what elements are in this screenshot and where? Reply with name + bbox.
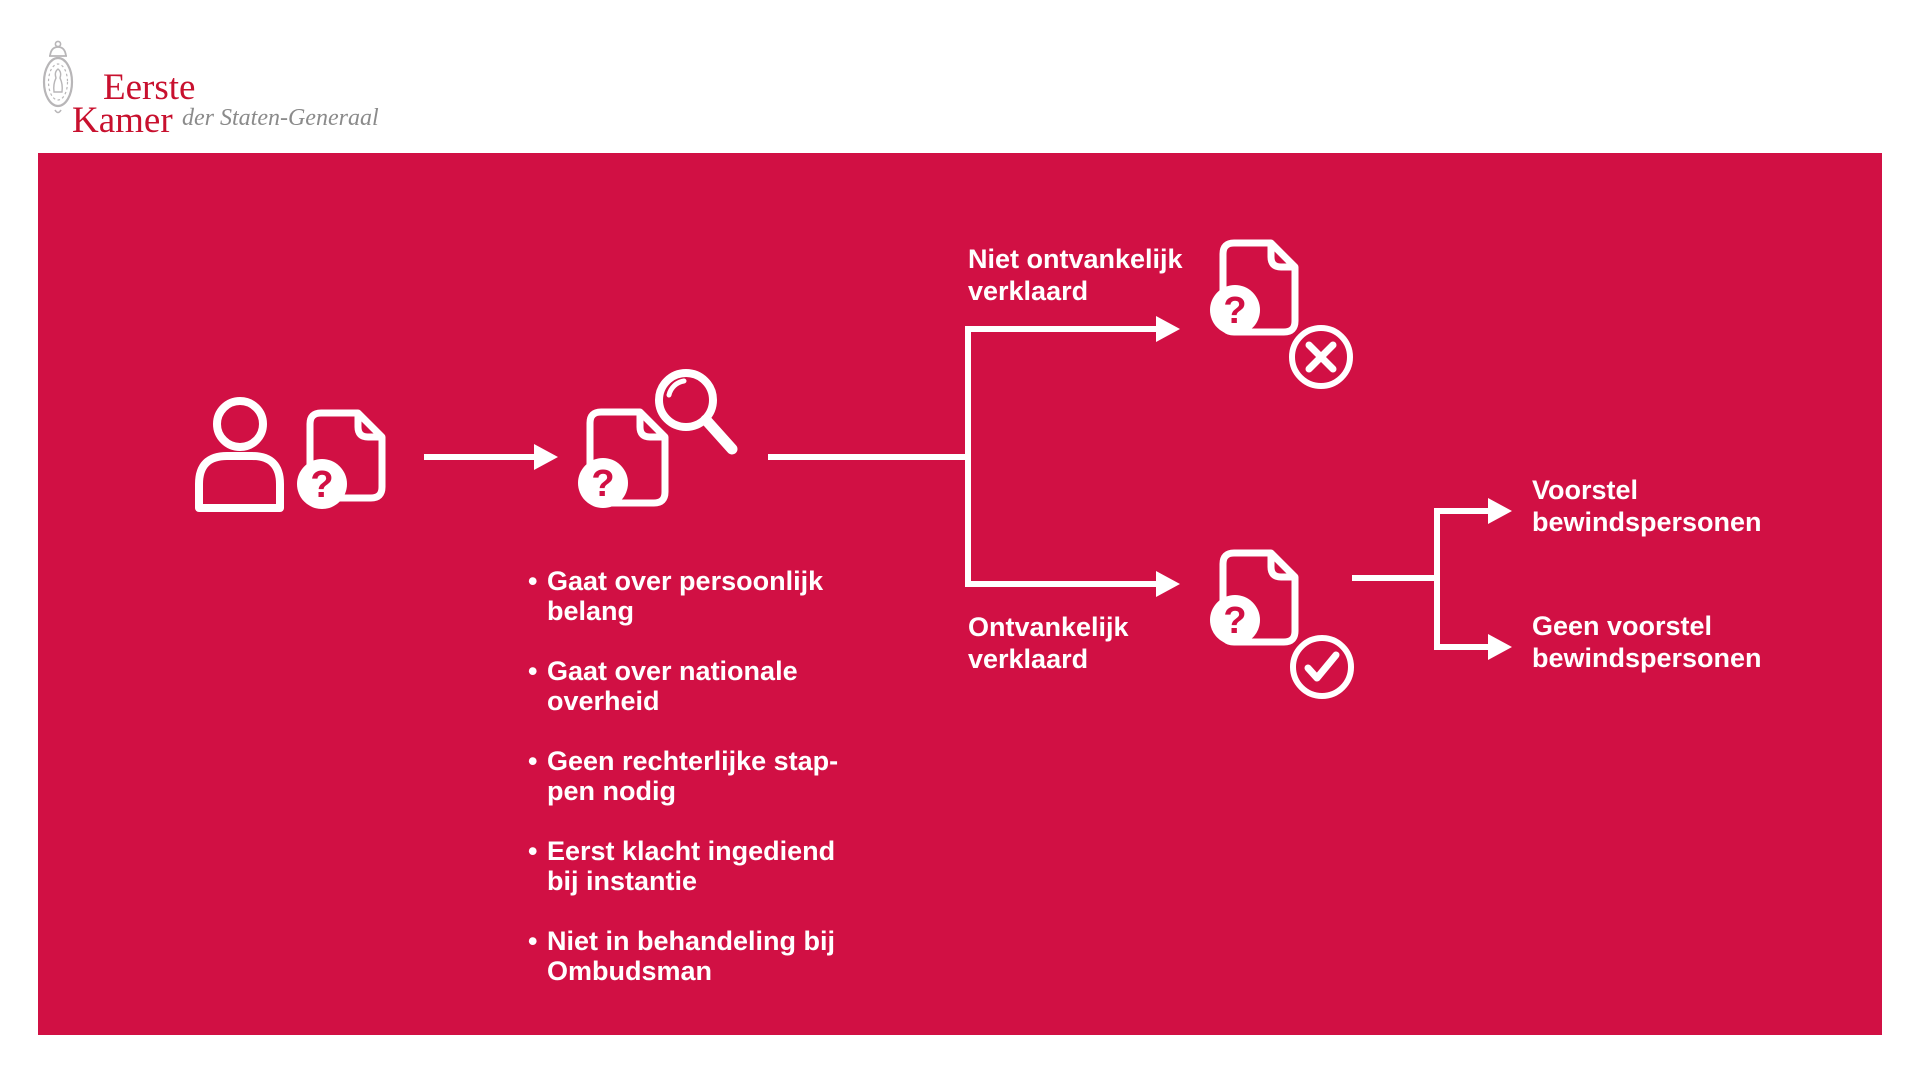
question-badge — [578, 458, 628, 508]
criterion-line: Gaat over nationale — [547, 656, 798, 686]
label-line: bewindspersonen — [1532, 507, 1762, 537]
label-line: verklaard — [968, 644, 1089, 674]
criterion-item: • Gaat over persoonlijk belang — [528, 566, 823, 626]
criterion-line: Gaat over persoonlijk — [547, 566, 824, 596]
arrowhead-icon — [1488, 498, 1512, 524]
criterion-line: belang — [547, 596, 635, 626]
flow-connector-lines — [424, 316, 1512, 660]
logo-title-line2: Kamer — [72, 100, 173, 141]
criterion-item: • Niet in behandeling bij Ombudsman — [528, 926, 835, 986]
label-line: verklaard — [968, 276, 1089, 306]
document-question-icon: ? — [297, 409, 386, 509]
bullet-point: • — [528, 836, 538, 866]
bullet-point: • — [528, 746, 538, 776]
document-question-icon: ? — [1210, 549, 1299, 646]
header: Eerste Kamer der Staten-Generaal — [0, 0, 1920, 153]
document-question-icon: ? — [578, 408, 669, 508]
criterion-text: Eerst klacht ingediend bij instantie — [547, 836, 835, 896]
outcome-label-no-proposal: Geen voorstel bewindspersonen — [1532, 610, 1762, 674]
criterion-item: • Gaat over nationale overheid — [528, 656, 798, 716]
criterion-line: Geen rechterlijke stap- — [547, 746, 839, 776]
arrowhead-icon — [1488, 634, 1512, 660]
bullet-point: • — [528, 926, 538, 956]
label-line: Niet ontvankelijk — [968, 244, 1183, 274]
bullet-point: • — [528, 566, 538, 596]
accepted-branch-label: Ontvankelijk verklaard — [968, 611, 1129, 675]
bullet-point: • — [528, 656, 538, 686]
arrowhead-icon — [1156, 571, 1180, 597]
criterion-text: Geen rechterlijke stap- pen nodig — [547, 746, 838, 806]
cross-circle-icon — [1289, 325, 1353, 389]
document-question-icon: ? — [1210, 239, 1299, 336]
question-badge — [1210, 285, 1260, 335]
check-circle-icon — [1290, 635, 1354, 699]
royal-crest-icon — [42, 40, 74, 114]
criterion-line: Eerst klacht ingediend — [547, 836, 836, 866]
criterion-item: • Eerst klacht ingediend bij instantie — [528, 836, 835, 896]
label-line: Geen voorstel — [1532, 611, 1713, 641]
logo-subtitle: der Staten-Generaal — [182, 105, 379, 131]
outcome-label-proposal: Voorstel bewindspersonen — [1532, 474, 1762, 538]
criterion-line: Niet in behandeling bij — [547, 926, 836, 956]
question-mark-glyph: ? — [1223, 290, 1246, 332]
criterion-line: Ombudsman — [547, 956, 713, 986]
arrowhead-icon — [534, 444, 558, 470]
question-badge — [1210, 595, 1260, 645]
logo-title-line1: Eerste — [103, 67, 196, 108]
criterion-text: Gaat over nationale overheid — [547, 656, 798, 716]
question-mark-glyph: ? — [310, 464, 333, 506]
question-badge — [297, 459, 347, 509]
criterion-text: Gaat over persoonlijk belang — [547, 566, 823, 626]
criterion-line: bij instantie — [547, 866, 698, 896]
flow-diagram-panel — [38, 153, 1882, 1035]
question-mark-glyph: ? — [591, 463, 614, 505]
question-mark-glyph: ? — [1223, 600, 1246, 642]
rejected-branch-label: Niet ontvankelijk verklaard — [968, 243, 1183, 307]
criterion-line: overheid — [547, 686, 660, 716]
person-icon — [195, 397, 284, 512]
criterion-text: Niet in behandeling bij Ombudsman — [547, 926, 835, 986]
criterion-item: • Geen rechterlijke stap- pen nodig — [528, 746, 838, 806]
magnifying-glass-icon — [655, 369, 738, 455]
label-line: Ontvankelijk — [968, 612, 1129, 642]
arrowhead-icon — [1156, 316, 1180, 342]
label-line: bewindspersonen — [1532, 643, 1762, 673]
label-line: Voorstel — [1532, 475, 1639, 505]
criterion-line: pen nodig — [547, 776, 676, 806]
